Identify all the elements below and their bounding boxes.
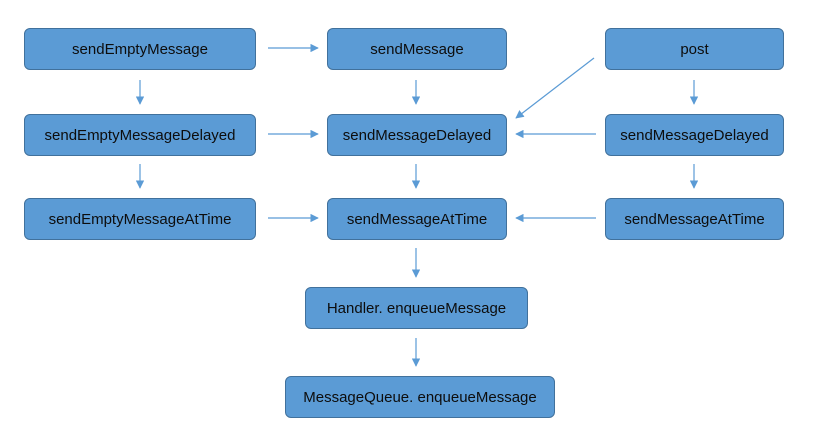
node-send-message: sendMessage (327, 28, 507, 70)
edge-post-to-send-message-delayed (515, 57, 595, 119)
node-send-message-delayed-right: sendMessageDelayed (605, 114, 784, 156)
node-send-empty-message-delayed: sendEmptyMessageDelayed (24, 114, 256, 156)
node-post: post (605, 28, 784, 70)
node-send-message-delayed: sendMessageDelayed (327, 114, 507, 156)
node-send-empty-message: sendEmptyMessage (24, 28, 256, 70)
node-send-message-at-time: sendMessageAtTime (327, 198, 507, 240)
node-send-message-at-time-right: sendMessageAtTime (605, 198, 784, 240)
node-send-empty-message-at-time: sendEmptyMessageAtTime (24, 198, 256, 240)
node-handler-enqueue-message: Handler. enqueueMessage (305, 287, 528, 329)
node-message-queue-enqueue-message: MessageQueue. enqueueMessage (285, 376, 555, 418)
